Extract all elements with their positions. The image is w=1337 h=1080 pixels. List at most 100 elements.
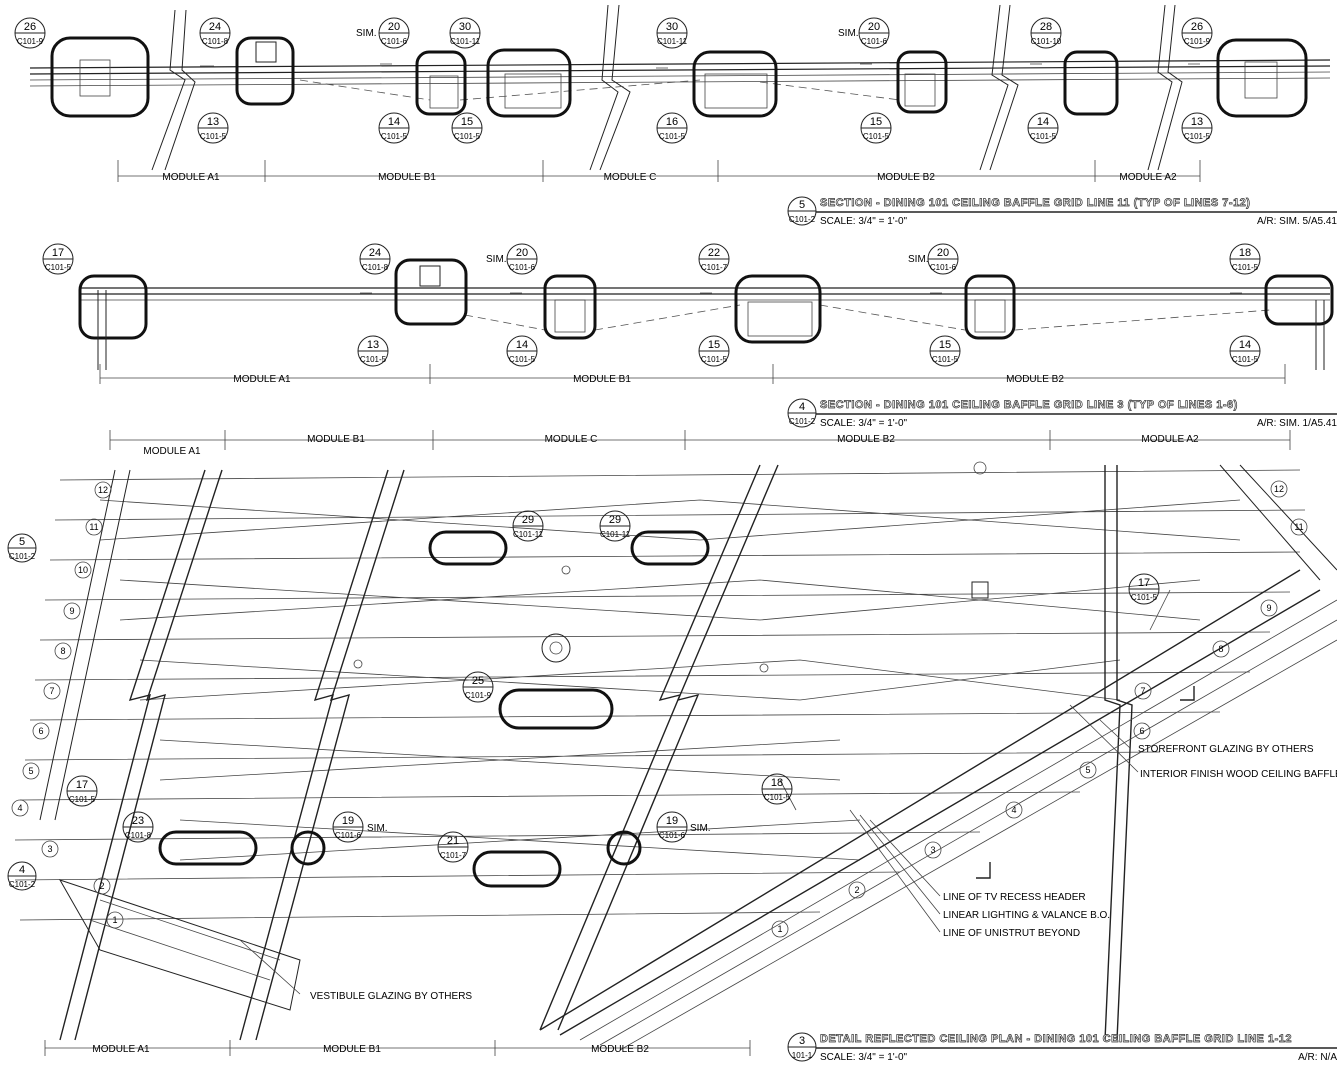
svg-text:14: 14: [1037, 116, 1049, 128]
s4-module-b1: MODULE B1: [573, 374, 631, 385]
svg-text:20: 20: [388, 21, 400, 33]
s5-tag-bottom-4: 15 C101-5: [860, 112, 892, 144]
s5-scale: SCALE: 3/4" = 1'-0": [820, 216, 908, 227]
p3-scale: SCALE: 3/4" = 1'-0": [820, 1052, 908, 1063]
p3-module-bottom-a1: MODULE A1: [92, 1044, 150, 1055]
svg-text:C101-2: C101-2: [789, 417, 816, 426]
svg-text:6: 6: [1139, 726, 1144, 736]
s5-module-a2: MODULE A2: [1119, 172, 1177, 183]
s4-tag-top-3: 22 C101-7: [698, 243, 730, 275]
p3-module-top-a1: MODULE A1: [143, 446, 201, 457]
p3-tag-5: 17 C101-5: [66, 775, 98, 807]
section-4-drawing: [78, 258, 1334, 384]
svg-text:3: 3: [47, 844, 52, 854]
svg-text:13: 13: [1191, 116, 1203, 128]
s5-tag-bottom-0: 13 C101-5: [197, 112, 229, 144]
s5-tag-bottom-6: 13 C101-5: [1181, 112, 1213, 144]
svg-text:C101-9: C101-9: [1184, 37, 1211, 46]
svg-text:6: 6: [38, 726, 43, 736]
svg-text:5: 5: [1085, 765, 1090, 775]
svg-text:14: 14: [388, 116, 400, 128]
s5-tag-bottom-1: 14 C101-5: [378, 112, 410, 144]
svg-text:C101-6: C101-6: [861, 37, 888, 46]
svg-text:4: 4: [17, 803, 22, 813]
s5-module-c: MODULE C: [604, 172, 657, 183]
svg-text:C101-2: C101-2: [9, 880, 36, 889]
s4-tag-top-5: 18 C101-5: [1229, 243, 1261, 275]
p3-grid-left: 12 11 10 9 8 7 6 5 4 3 2 1: [11, 481, 124, 929]
svg-text:17: 17: [52, 247, 64, 259]
svg-text:C101-5: C101-5: [659, 132, 686, 141]
p3-tag-4: 18 C101-5: [761, 773, 793, 805]
svg-text:C101-5: C101-5: [381, 132, 408, 141]
p3-section-mark-5: 5 C101-2: [7, 533, 37, 563]
svg-text:18: 18: [771, 777, 783, 789]
svg-text:4: 4: [799, 401, 805, 413]
s4-title-block: 4 C101-2 SECTION - DINING 101 CEILING BA…: [787, 398, 1337, 429]
svg-text:26: 26: [24, 21, 36, 33]
p3-ar: A/R: N/A: [1298, 1052, 1337, 1063]
svg-text:C101-5: C101-5: [1184, 132, 1211, 141]
svg-text:20: 20: [937, 247, 949, 259]
svg-text:C101-2: C101-2: [9, 552, 36, 561]
svg-text:13: 13: [207, 116, 219, 128]
s5-tag-top-0: 26 C101-9: [14, 17, 46, 49]
svg-text:15: 15: [708, 339, 720, 351]
svg-text:C101-7: C101-7: [440, 851, 467, 860]
svg-text:SIM.: SIM.: [908, 254, 929, 265]
svg-text:C101-5: C101-5: [69, 795, 96, 804]
p3-tag-2: 25 C101-9: [462, 671, 494, 703]
svg-text:9: 9: [69, 606, 74, 616]
svg-text:18: 18: [1239, 247, 1251, 259]
svg-text:14: 14: [1239, 339, 1251, 351]
svg-text:C101-8: C101-8: [125, 831, 152, 840]
svg-text:C101-5: C101-5: [509, 355, 536, 364]
svg-text:16: 16: [666, 116, 678, 128]
s5-title: SECTION - DINING 101 CEILING BAFFLE GRID…: [820, 197, 1250, 209]
s4-tag-top-4: SIM. 20 C101-6: [908, 243, 959, 275]
s4-title: SECTION - DINING 101 CEILING BAFFLE GRID…: [820, 399, 1238, 411]
svg-text:22: 22: [708, 247, 720, 259]
s4-scale: SCALE: 3/4" = 1'-0": [820, 418, 908, 429]
note-unistrut: LINE OF UNISTRUT BEYOND: [943, 928, 1080, 939]
svg-text:SIM.: SIM.: [838, 28, 859, 39]
svg-text:25: 25: [472, 675, 484, 687]
svg-text:29: 29: [609, 514, 621, 526]
svg-text:5: 5: [19, 536, 25, 548]
svg-text:17: 17: [76, 779, 88, 791]
svg-text:2: 2: [854, 885, 859, 895]
svg-text:11: 11: [1294, 522, 1303, 532]
svg-text:C101-6: C101-6: [659, 831, 686, 840]
s5-module-b2: MODULE B2: [877, 172, 935, 183]
p3-tag-8: 21 C101-7: [437, 831, 469, 863]
svg-text:101-1: 101-1: [792, 1051, 813, 1060]
note-storefront-glazing: STOREFRONT GLAZING BY OTHERS: [1138, 744, 1314, 755]
s5-tag-top-1: 24 C101-8: [199, 17, 231, 49]
s4-tag-bottom-1: 14 C101-5: [506, 335, 538, 367]
p3-tag-7: 19 C101-6 SIM.: [332, 811, 388, 843]
s5-tag-top-5: SIM. 20 C101-6: [838, 17, 890, 49]
s4-tag-bottom-4: 14 C101-5: [1229, 335, 1261, 367]
p3-module-top-c: MODULE C: [545, 434, 598, 445]
svg-text:C101-5: C101-5: [764, 793, 791, 802]
svg-text:C101-11: C101-11: [657, 37, 688, 46]
s5-tag-bottom-3: 16 C101-5: [656, 112, 688, 144]
svg-text:C101-5: C101-5: [932, 355, 959, 364]
plan-3-drawing: [14, 430, 1337, 1056]
svg-text:17: 17: [1138, 577, 1150, 589]
svg-text:C101-9: C101-9: [17, 37, 44, 46]
svg-text:3: 3: [930, 845, 935, 855]
svg-text:1: 1: [112, 915, 117, 925]
svg-text:C101-10: C101-10: [1031, 37, 1062, 46]
p3-module-top-b2: MODULE B2: [837, 434, 895, 445]
svg-text:26: 26: [1191, 21, 1203, 33]
s4-tag-bottom-0: 13 C101-5: [357, 335, 389, 367]
s5-ar: A/R: SIM. 5/A5.41: [1257, 216, 1337, 227]
svg-text:21: 21: [447, 835, 459, 847]
s4-ar: A/R: SIM. 1/A5.41: [1257, 418, 1337, 429]
svg-text:15: 15: [939, 339, 951, 351]
svg-text:8: 8: [60, 646, 65, 656]
s4-tag-top-2: SIM. 20 C101-6: [486, 243, 538, 275]
svg-text:C101-7: C101-7: [701, 263, 728, 272]
svg-text:10: 10: [78, 565, 88, 575]
